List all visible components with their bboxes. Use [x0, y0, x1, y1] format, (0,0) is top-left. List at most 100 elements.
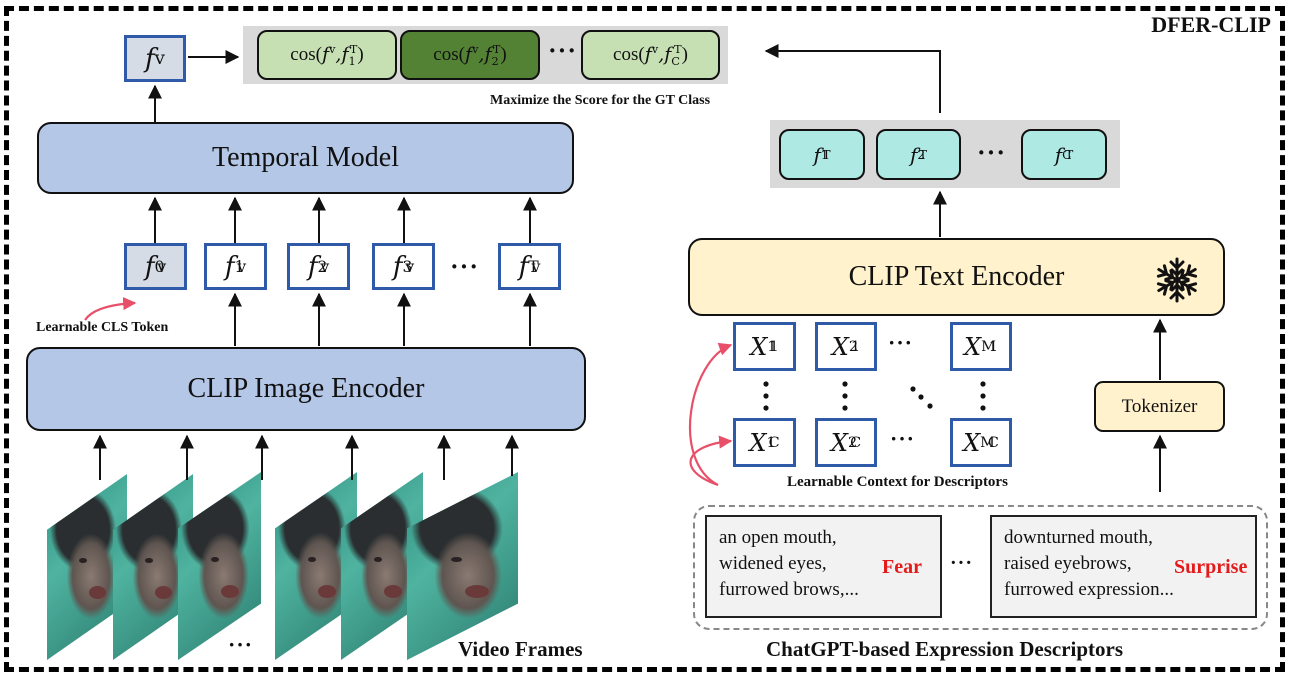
context-ellipsis-row1: ···	[888, 330, 914, 355]
learnable-context-label: Learnable Context for Descriptors	[787, 474, 1008, 490]
ctx-base: X	[831, 332, 849, 361]
score-suffix: )	[357, 44, 364, 65]
snowflake-icon	[1154, 257, 1200, 303]
ctx-sup: 1	[988, 338, 998, 355]
ctx-base: X	[749, 428, 767, 457]
text-encoder-label: CLIP Text Encoder	[848, 261, 1065, 292]
token-base: f	[144, 251, 155, 282]
ctx-base: X	[830, 428, 848, 457]
token-base: f	[518, 251, 529, 282]
token-sub: 1	[234, 257, 245, 276]
tf-base: f	[813, 142, 821, 167]
ctx-sup: C	[987, 434, 999, 451]
ctx-base: X	[964, 332, 982, 361]
cls-learnable-arrow	[84, 297, 137, 321]
score-a-sup: v	[471, 41, 479, 56]
score-box-1: cos(fv,f1T)	[257, 30, 397, 80]
token-sup: v	[320, 257, 330, 276]
context-arrow-row1	[688, 342, 733, 486]
score-ellipsis: ···	[548, 36, 578, 65]
tf-base: f	[1054, 142, 1063, 167]
descriptor-line: widened eyes,	[719, 553, 827, 574]
tf-sup: T	[822, 147, 831, 162]
token-sub: 0	[154, 257, 165, 276]
clip-text-encoder-block: CLIP Text Encoder	[688, 238, 1225, 316]
ctx-base: X	[963, 428, 981, 457]
descriptor-line: an open mouth,	[719, 527, 837, 548]
emotion-label-fear: Fear	[882, 556, 922, 578]
score-b: f	[664, 43, 672, 66]
descriptor-line: furrowed brows,...	[719, 579, 859, 600]
tokenizer-block: Tokenizer	[1094, 381, 1225, 432]
score-a: f	[464, 43, 472, 66]
descriptor-surprise: downturned mouth, raised eyebrows, furro…	[990, 515, 1257, 618]
score-a: f	[321, 43, 329, 66]
score-b-sup: T	[674, 41, 682, 56]
diagram-title: DFER-CLIP	[1151, 12, 1271, 37]
temporal-model-block: Temporal Model	[37, 122, 574, 194]
token-base: f	[307, 251, 318, 282]
context-ellipsis-rowC: ···	[890, 426, 916, 451]
score-a-sup: v	[651, 41, 659, 56]
descriptor-ellipsis: ···	[950, 552, 974, 574]
ctx-sub: 2	[847, 434, 858, 451]
descriptors-group	[693, 505, 1268, 630]
score-suffix: )	[681, 44, 688, 65]
temporal-model-label: Temporal Model	[212, 142, 399, 173]
score-b-sup: T	[349, 41, 358, 56]
image-encoder-label: CLIP Image Encoder	[187, 373, 425, 404]
feature-sup: v	[154, 48, 165, 69]
token-sup: v	[157, 257, 167, 276]
vertical-dots	[763, 381, 986, 411]
score-b-sub: 1	[348, 54, 356, 69]
score-prefix: cos(	[433, 44, 465, 65]
emotion-label-surprise: Surprise	[1174, 556, 1248, 578]
arrow-text-to-scores	[764, 44, 941, 113]
token-base: f	[224, 251, 235, 282]
score-a: f	[644, 43, 652, 66]
frame-ellipsis: ···	[228, 632, 254, 657]
score-b: f	[341, 43, 349, 66]
token-sup: v	[237, 257, 247, 276]
descriptor-line: raised eyebrows,	[1004, 553, 1132, 574]
descriptor-line: downturned mouth,	[1004, 527, 1153, 548]
ctx-base: X	[750, 332, 768, 361]
score-box-c: cos(fv,fCT)	[581, 30, 720, 80]
tf-sub: 1	[820, 147, 829, 162]
descriptor-line: furrowed expression...	[1004, 579, 1174, 600]
descriptor-fear: an open mouth, widened eyes, furrowed br…	[705, 515, 942, 618]
token-sub: 2	[317, 257, 328, 276]
score-caption: Maximize the Score for the GT Class	[490, 93, 711, 108]
ctx-sub: 1	[766, 434, 776, 451]
tf-base: f	[909, 142, 918, 167]
ctx-sub: M	[981, 338, 996, 355]
ctx-sup: 1	[851, 338, 861, 355]
score-suffix: )	[500, 44, 507, 65]
cls-token-label: Learnable CLS Token	[36, 320, 169, 335]
score-prefix: cos(	[290, 44, 322, 65]
text-feature-ellipsis: ···	[977, 138, 1007, 167]
token-base: f	[392, 251, 403, 282]
score-b: f	[484, 43, 492, 66]
token-sup: v	[531, 257, 541, 276]
ctx-sup: C	[850, 434, 862, 451]
tf-sup: T	[919, 147, 928, 162]
token-sub: 3	[402, 257, 413, 276]
ctx-sub: 1	[767, 338, 777, 355]
tf-sup: T	[1065, 147, 1074, 162]
token-sub: T	[528, 257, 539, 276]
tokenizer-label: Tokenizer	[1121, 395, 1198, 417]
